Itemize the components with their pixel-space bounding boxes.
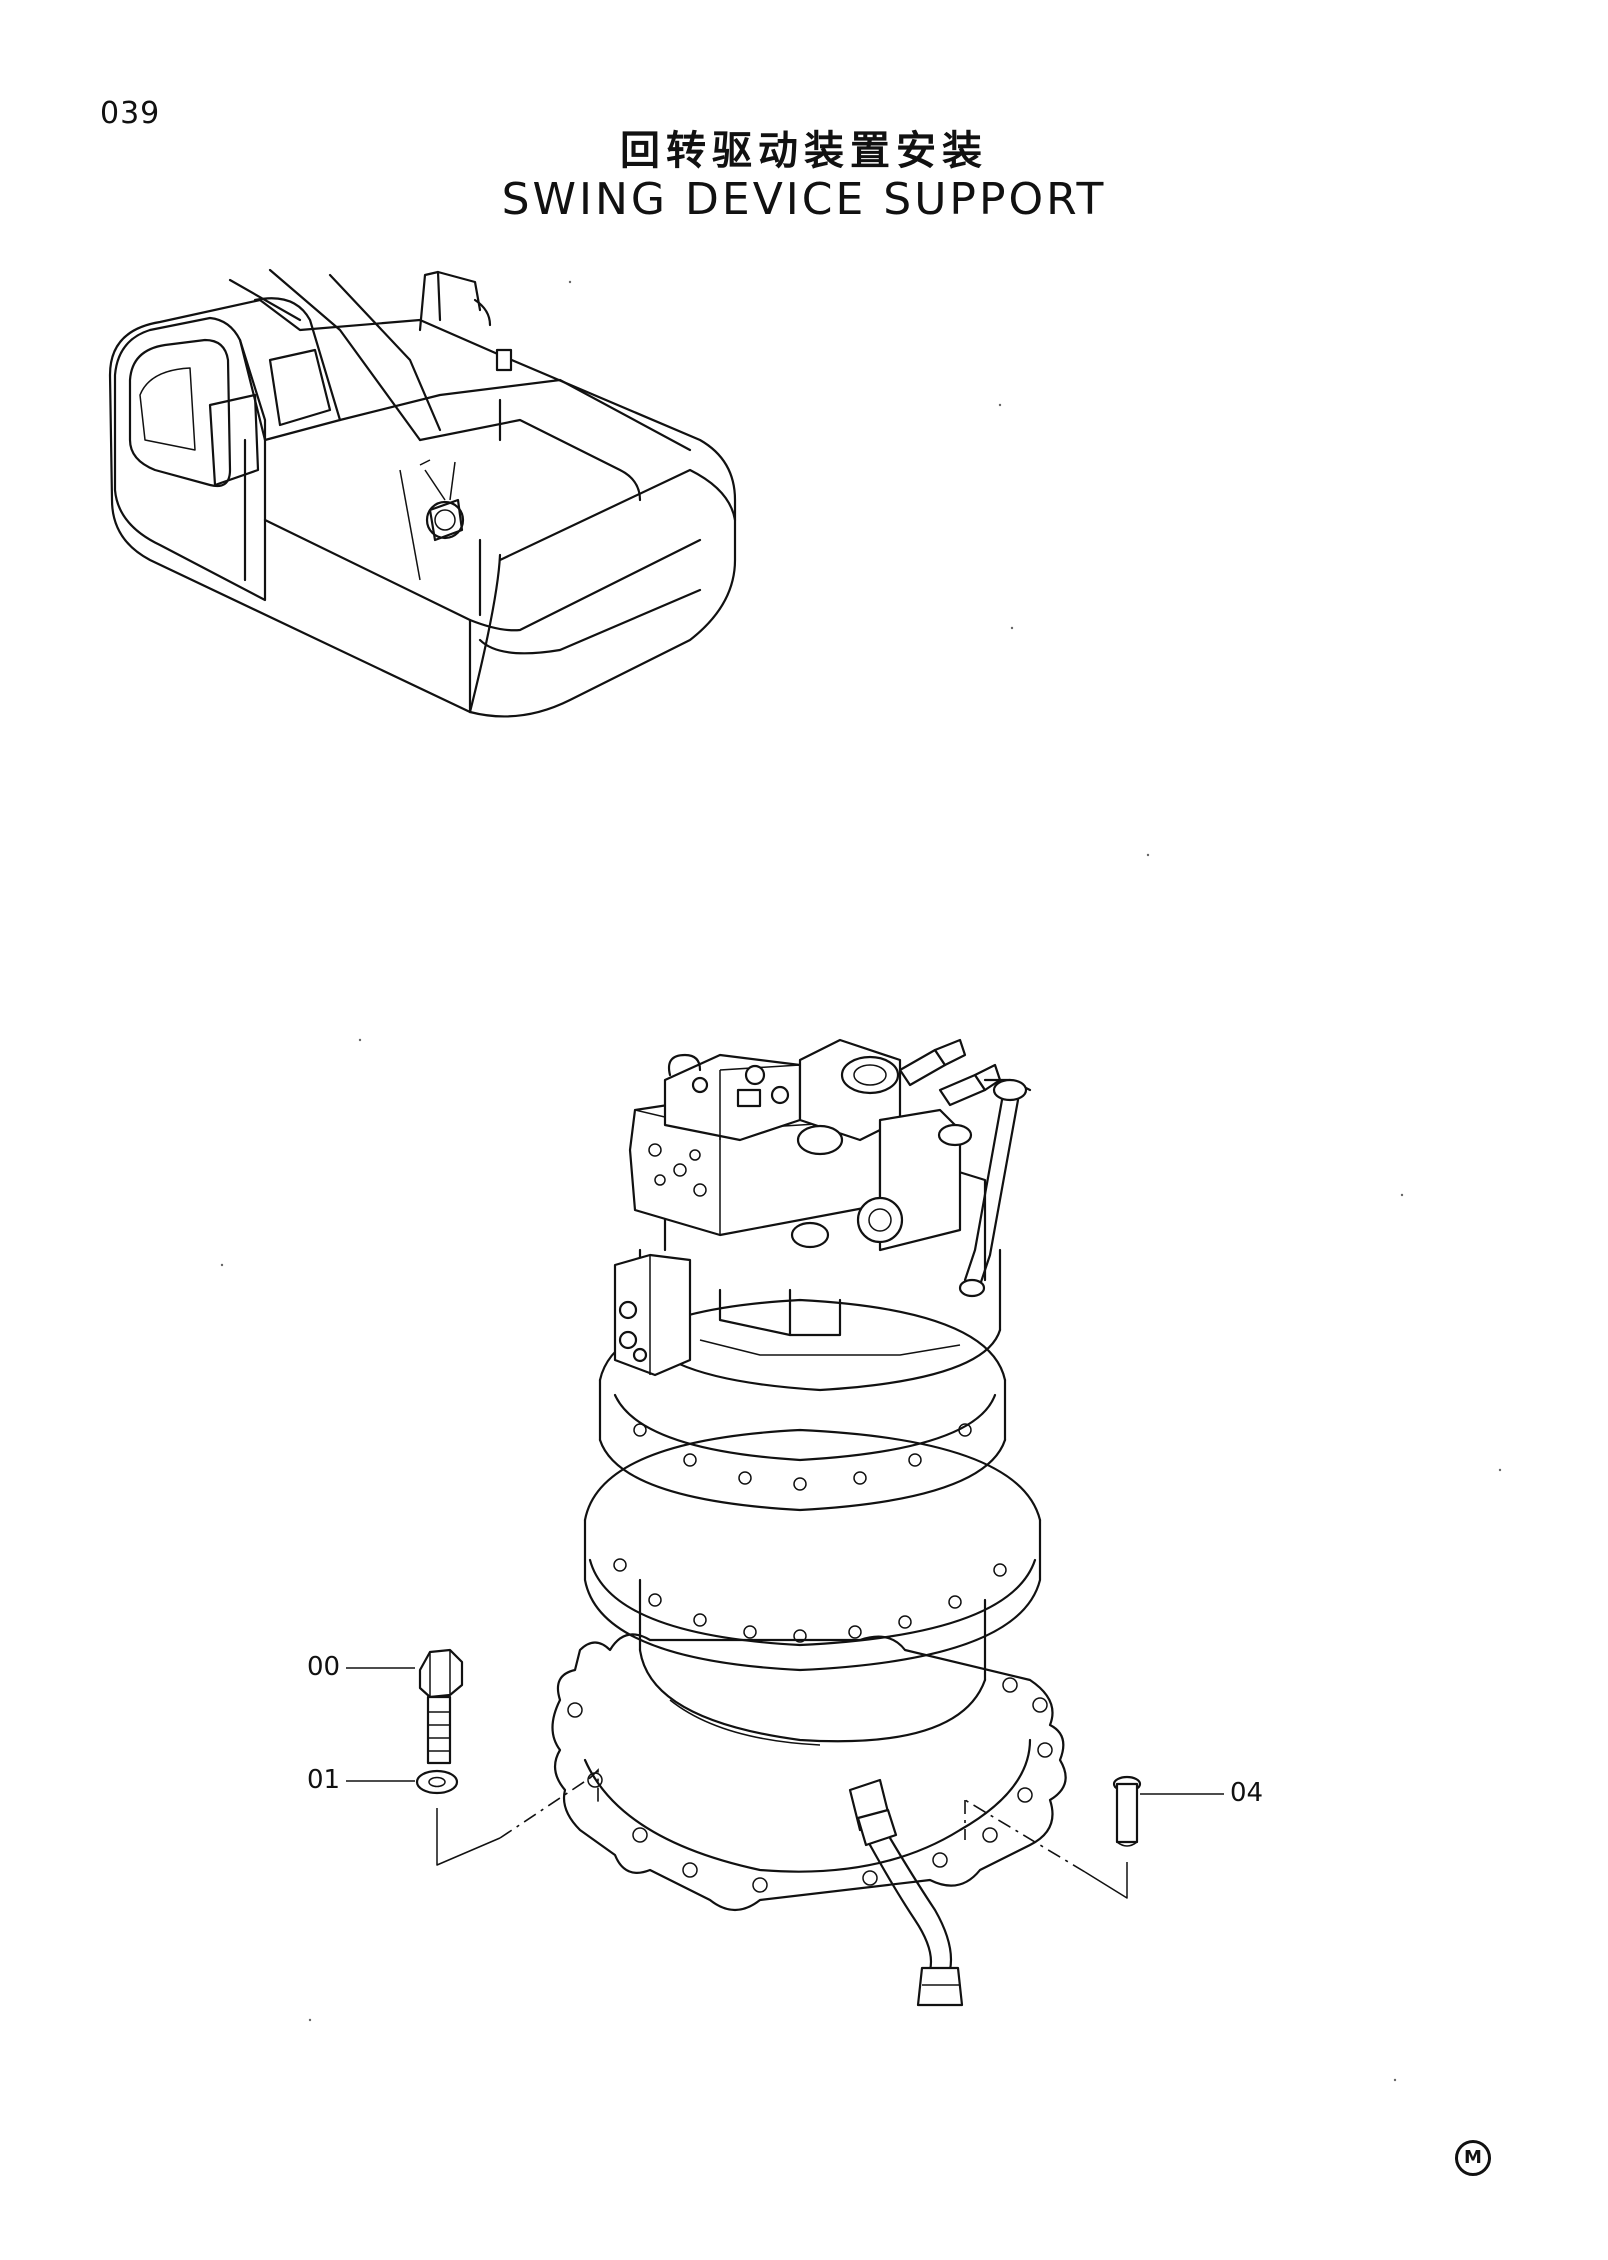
title-english: SWING DEVICE SUPPORT	[501, 174, 1107, 225]
title-chinese: 回转驱动装置安装	[620, 128, 988, 174]
callout-leaders	[346, 1667, 1224, 1795]
callout-label-01: 01	[307, 1765, 341, 1795]
excavator-overview-illustration	[108, 268, 737, 718]
flange-bolt-holes	[567, 1677, 1053, 1893]
circled-m-icon: M	[1455, 2140, 1491, 2176]
middle-flange-bolts	[613, 1558, 1007, 1643]
installation-path-lines	[436, 1768, 1128, 1899]
scan-specks	[220, 280, 1502, 2082]
callout-label-04: 04	[1230, 1778, 1264, 1808]
part-01-washer	[415, 1769, 459, 1795]
callout-label-00: 00	[307, 1652, 341, 1682]
upper-housing-bolts	[633, 1423, 972, 1491]
part-04-pin	[1112, 1775, 1142, 1847]
part-00-hex-bolt	[418, 1648, 464, 1765]
swing-motor-illustration	[551, 1038, 1067, 2007]
page-number: 039	[100, 96, 161, 131]
